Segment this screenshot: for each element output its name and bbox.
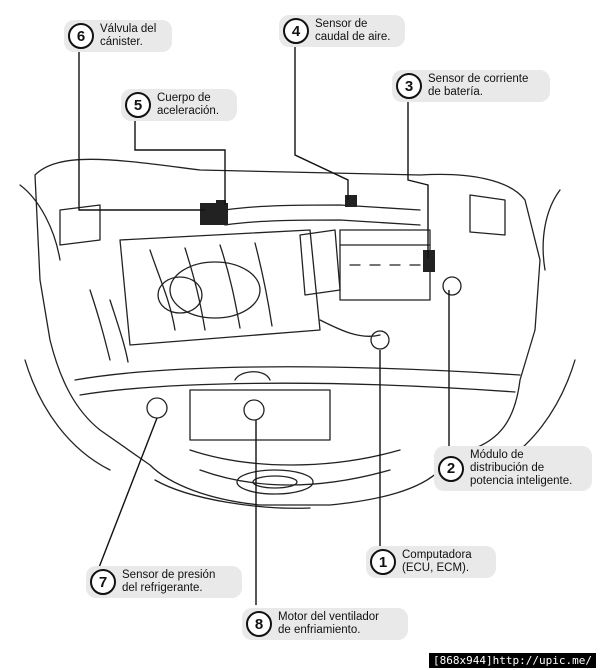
callout-label: Motor del ventilador de enfriamiento. [278, 611, 379, 636]
callout-number: 1 [370, 549, 396, 575]
callout-number: 7 [90, 569, 116, 595]
callout-number: 2 [438, 455, 464, 482]
callout-ecu: 1 Computadora (ECU, ECM). [366, 546, 496, 578]
callout-air-flow-sensor: 4 Sensor de caudal de aire. [279, 15, 405, 47]
callout-canister-valve: 6 Válvula del cánister. [64, 20, 172, 52]
callout-throttle-body: 5 Cuerpo de aceleración. [121, 89, 237, 121]
callout-label: Cuerpo de aceleración. [157, 92, 220, 117]
callout-label: Módulo de distribución de potencia intel… [470, 449, 573, 487]
callout-label: Sensor de presión del refrigerante. [122, 569, 216, 594]
callout-label: Sensor de caudal de aire. [315, 18, 391, 43]
callout-refrigerant-pressure-sensor: 7 Sensor de presión del refrigerante. [86, 566, 242, 598]
callout-number: 5 [125, 92, 151, 118]
callout-label: Válvula del cánister. [100, 23, 157, 48]
callout-number: 8 [246, 611, 272, 637]
callout-number: 4 [283, 18, 309, 44]
callout-intelligent-power-module: 2 Módulo de distribución de potencia int… [434, 446, 592, 491]
callout-label: Sensor de corriente de batería. [428, 73, 529, 98]
callout-cooling-fan-motor: 8 Motor del ventilador de enfriamiento. [242, 608, 408, 640]
callout-number: 6 [68, 23, 94, 49]
callout-battery-current-sensor: 3 Sensor de corriente de batería. [392, 70, 550, 102]
callout-number: 3 [396, 73, 422, 99]
callout-label: Computadora (ECU, ECM). [402, 549, 472, 574]
image-credit: [868x944]http://upic.me/ [429, 653, 596, 668]
